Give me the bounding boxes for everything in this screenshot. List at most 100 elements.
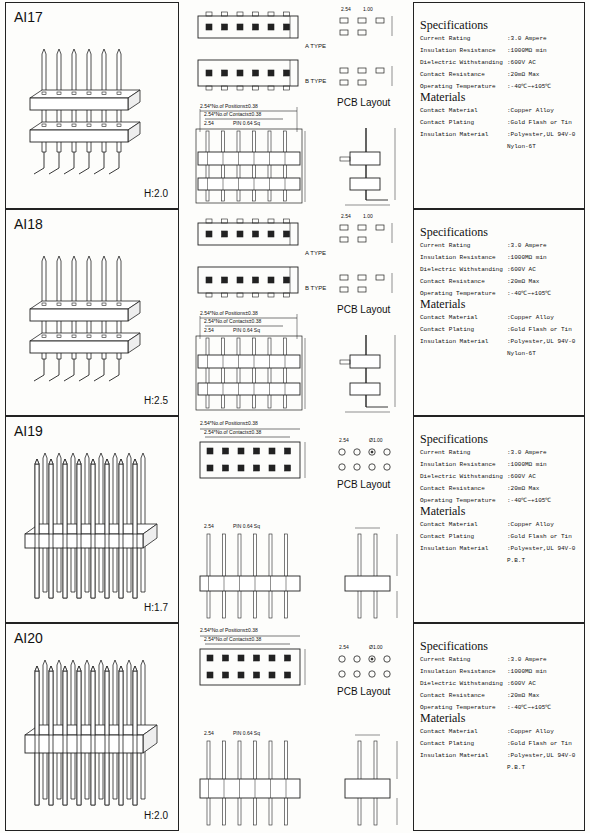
drawing-line: [290, 16, 291, 38]
pin: [133, 753, 137, 805]
pin: [35, 459, 39, 598]
pin: [237, 338, 240, 408]
pcb-hole: [339, 671, 345, 677]
insulator-side: [143, 524, 157, 548]
drawing-line: [208, 779, 209, 798]
tab: [284, 86, 290, 90]
smt-foot: [109, 152, 119, 174]
spec-key: Insulation Resistance: [420, 48, 496, 54]
pin: [63, 671, 67, 735]
drawing-line: [290, 267, 291, 293]
dimension: Ø1.00: [368, 645, 384, 650]
insulator-front: [30, 309, 128, 321]
pin-square: [223, 448, 229, 454]
spec-value: :Copper Alloy: [507, 315, 554, 321]
part-cell: AI17H:2.0: [5, 2, 179, 209]
pcb-pad: [376, 225, 384, 230]
pin-tip: [133, 459, 137, 464]
tab: [253, 86, 259, 90]
dimension: 2.54*No.of Positions±0.38: [199, 311, 259, 316]
pin: [119, 548, 123, 598]
pin-square: [222, 231, 228, 237]
tab: [206, 86, 212, 90]
insulator-top: [30, 122, 140, 130]
pin-square: [207, 655, 213, 661]
insulator-top: [30, 90, 140, 98]
insulator: [350, 152, 380, 165]
pin: [77, 548, 81, 598]
spec-value: :20mΩ Max: [507, 279, 539, 285]
pin-tip: [105, 459, 109, 464]
pin: [119, 459, 123, 598]
part-number: AI20: [14, 631, 43, 645]
spec-value: :600V AC: [507, 267, 536, 273]
spec-value: :3.0 Ampere: [507, 243, 547, 249]
view-title: PCB Layout: [336, 687, 391, 697]
spec-key: Current Rating: [420, 243, 470, 249]
spec-value: :Polyester,UL 94V-0: [507, 546, 575, 552]
pin-hole: [87, 335, 91, 338]
dimension-line: [305, 649, 306, 685]
pin-square: [254, 465, 260, 471]
spec-value: :600V AC: [507, 681, 536, 687]
pin: [237, 131, 240, 201]
drawing-line: [269, 355, 270, 368]
pin-tip: [133, 666, 137, 671]
pin: [63, 464, 67, 534]
pin-hole: [42, 335, 46, 338]
pin: [105, 548, 109, 598]
pin: [206, 131, 209, 201]
insulator: [198, 178, 300, 190]
pin-square: [254, 655, 260, 661]
dimension-line: [345, 412, 390, 413]
drawing-line: [290, 223, 291, 245]
pin-tip: [91, 666, 95, 671]
drawing-line: [269, 178, 270, 190]
drawing-line: [270, 779, 271, 798]
pcb-pad: [340, 80, 348, 85]
insulator: [350, 383, 380, 395]
drawing-line: [238, 355, 239, 368]
pin: [284, 131, 287, 201]
dimension: 2.54: [203, 121, 215, 126]
dimension-line: [305, 131, 306, 202]
type-label: A TYPE: [304, 250, 327, 256]
height-note: H:1.7: [144, 603, 168, 613]
pin-square: [254, 448, 260, 454]
pin: [77, 464, 81, 534]
insulator-front: [25, 534, 143, 548]
insulator-front: [30, 98, 128, 110]
insulator: [200, 779, 300, 798]
spec-key: Dielectric Withstanding: [420, 681, 503, 687]
dimension-line: [205, 437, 290, 438]
pin-hole: [72, 92, 76, 95]
pin-hole: [57, 124, 61, 127]
spec-key: Dielectric Withstanding: [420, 474, 503, 480]
pin: [91, 459, 95, 598]
pcb-hole: [384, 656, 390, 662]
dimension-line: [397, 534, 398, 576]
spec-key: Operating Temperature: [420, 705, 496, 711]
spec-value: :20mΩ Max: [507, 486, 539, 492]
pin: [133, 459, 137, 598]
drawing-line: [254, 383, 255, 395]
top-view-outline: [200, 649, 300, 685]
drawing-line: [208, 576, 209, 591]
insulator-side: [128, 301, 140, 321]
dimension: 2.54*No.of Positions±0.38: [199, 628, 259, 633]
dimension: 2.54*No.of Contacts±0.38: [203, 637, 262, 642]
pin-square: [268, 24, 274, 30]
pin-square: [284, 24, 290, 30]
pin-square: [223, 465, 229, 471]
tab: [237, 86, 243, 90]
smt-foot: [49, 152, 59, 174]
tab: [222, 86, 228, 90]
dimension-line: [355, 735, 380, 736]
pcb-pad: [358, 275, 366, 280]
pin-tip: [119, 459, 123, 464]
part-cell: AI19H:1.7: [5, 416, 179, 623]
smt-foot: [366, 200, 388, 201]
spec-key: Operating Temperature: [420, 291, 496, 297]
pcb-hole-mark: [371, 451, 373, 453]
pin: [77, 666, 81, 805]
